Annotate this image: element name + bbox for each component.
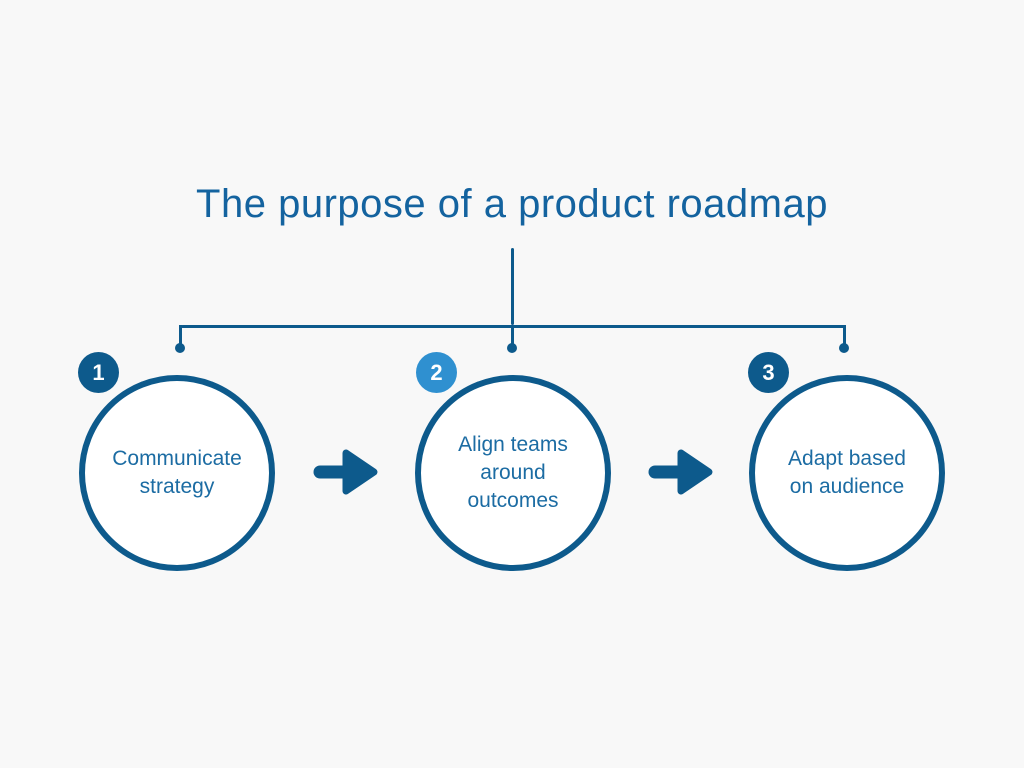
connector-drop-step-3 <box>843 325 846 345</box>
step-3-circle: Adapt based on audience <box>749 375 945 571</box>
step-2-label-line: around <box>480 461 546 484</box>
connector-endpoint-dot-1 <box>175 343 185 353</box>
step-1-label: Communicate strategy <box>112 445 242 501</box>
step-3-number-badge: 3 <box>748 352 789 393</box>
step-1-number-badge: 1 <box>78 352 119 393</box>
page-title: The purpose of a product roadmap <box>196 182 828 226</box>
connector-title-stem <box>511 248 514 325</box>
connector-drop-step-1 <box>179 325 182 345</box>
step-3-label-line: Adapt based <box>788 447 906 470</box>
step-3-label-line: on audience <box>789 475 905 498</box>
step-3-label: Adapt based on audience <box>788 445 906 501</box>
step-1-label-line: strategy <box>139 475 215 498</box>
step-2-number: 2 <box>430 359 443 385</box>
connector-drop-step-2 <box>511 325 514 345</box>
step-2-number-badge: 2 <box>416 352 457 393</box>
step-2-label-line: outcomes <box>467 489 559 512</box>
arrow-right-icon <box>645 444 715 500</box>
connector-endpoint-dot-3 <box>839 343 849 353</box>
step-2-label-line: Align teams <box>458 433 568 456</box>
step-1-label-line: Communicate <box>112 447 242 470</box>
step-2-label: Align teams around outcomes <box>458 431 568 515</box>
step-3-number: 3 <box>762 359 775 385</box>
arrow-right-icon <box>310 444 380 500</box>
connector-endpoint-dot-2 <box>507 343 517 353</box>
step-2-circle: Align teams around outcomes <box>415 375 611 571</box>
step-1-circle: Communicate strategy <box>79 375 275 571</box>
step-1-number: 1 <box>92 359 105 385</box>
